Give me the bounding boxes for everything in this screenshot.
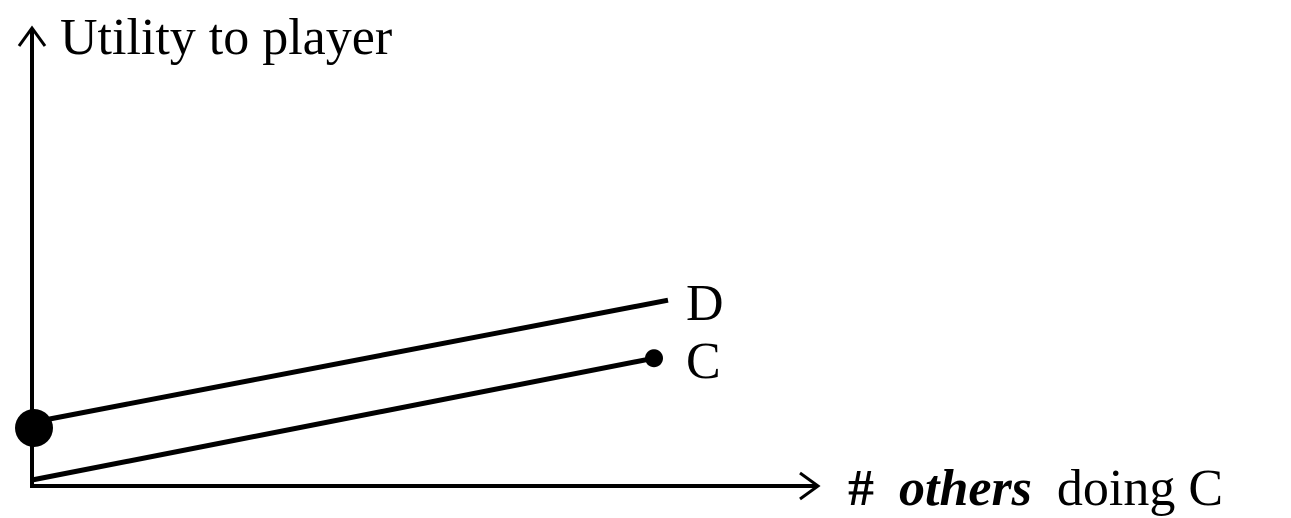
x-axis-title: # others doing C xyxy=(848,460,1223,517)
y-axis-title: Utility to player xyxy=(60,9,392,66)
x-axis-arrowhead xyxy=(799,471,821,501)
x-axis-title-emphasis: others xyxy=(899,460,1032,517)
cooperate-line xyxy=(31,355,655,483)
cooperate-line-end-dot xyxy=(645,349,663,368)
y-axis-arrowhead xyxy=(17,25,47,47)
defect-line-start-dot xyxy=(15,409,53,447)
defect-line xyxy=(33,297,669,425)
defect-line-label: D xyxy=(686,275,724,332)
x-axis-title-hash: # xyxy=(848,460,874,517)
x-axis-title-rest: doing C xyxy=(1057,460,1223,517)
cooperate-line-label: C xyxy=(686,333,721,390)
